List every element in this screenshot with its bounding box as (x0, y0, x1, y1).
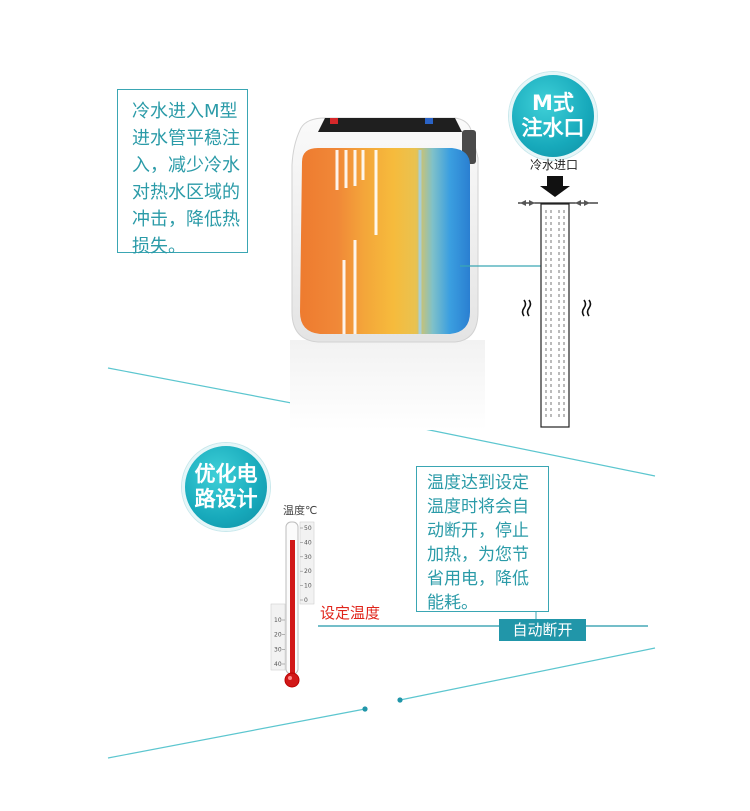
cold-inlet-label: 冷水进口 (530, 158, 579, 172)
scale-tick-label: 30 (274, 646, 282, 653)
callout-line: 对热水区域的 (132, 182, 240, 203)
callout-line: 加热，为您节 (427, 545, 529, 565)
scale-tick-label: 0 (304, 597, 308, 604)
callout-line: 损失。 (132, 236, 186, 257)
thermometer-unit-label: 温度℃ (283, 504, 318, 517)
m-inlet-pipe-diagram (518, 176, 598, 428)
auto-off-label: 自动断开 (499, 619, 586, 641)
callout-line: 进水管平稳注 (132, 128, 240, 149)
callout-line: 入，减少冷水 (132, 155, 240, 176)
decor-dot (397, 697, 403, 703)
callout-line: 省用电，降低 (427, 569, 529, 589)
callout-line: 温度时将会自 (427, 497, 529, 517)
water-heater-illustration (290, 117, 542, 430)
scale-tick-label: 20 (304, 568, 312, 575)
thermometer (270, 521, 315, 688)
callout-line: 动断开，停止 (427, 521, 529, 541)
temperature-callout: 温度达到设定 温度时将会自 动断开，停止 加热，为您节 省用电，降低 能耗。 (416, 466, 549, 613)
scale-tick-label: 40 (274, 661, 282, 668)
scale-tick-label: 10 (274, 617, 282, 624)
scale-tick-label: 10 (304, 583, 312, 590)
callout-line: 能耗。 (427, 593, 478, 613)
callout-line: 冲击，降低热 (132, 209, 240, 230)
badge-line: 优化电 (194, 462, 258, 486)
badge-line: 路设计 (194, 487, 258, 511)
scale-tick-label: 50 (304, 525, 312, 532)
scale-tick-label: 30 (304, 554, 312, 561)
scale-tick-label: 40 (304, 539, 312, 546)
callout-line: 冷水进入M型 (132, 101, 238, 122)
set-temperature-label: 设定温度 (320, 604, 381, 622)
badge-line: M式 (532, 91, 574, 115)
badge-line: 注水口 (521, 116, 585, 140)
scale-tick-label: 20 (274, 632, 282, 639)
inlet-callout: 冷水进入M型 进水管平稳注 入，减少冷水 对热水区域的 冲击，降低热 损失。 (117, 89, 248, 257)
thermometer-upper-scale: 50 40 30 20 10 0 (300, 525, 312, 604)
decor-dot (362, 706, 368, 712)
thermometer-lower-scale: 10 20 30 40 (274, 617, 285, 668)
circuit-design-badge: 优化电 路设计 (182, 443, 270, 531)
m-inlet-badge: M式 注水口 (509, 72, 597, 160)
callout-line: 温度达到设定 (427, 473, 529, 493)
